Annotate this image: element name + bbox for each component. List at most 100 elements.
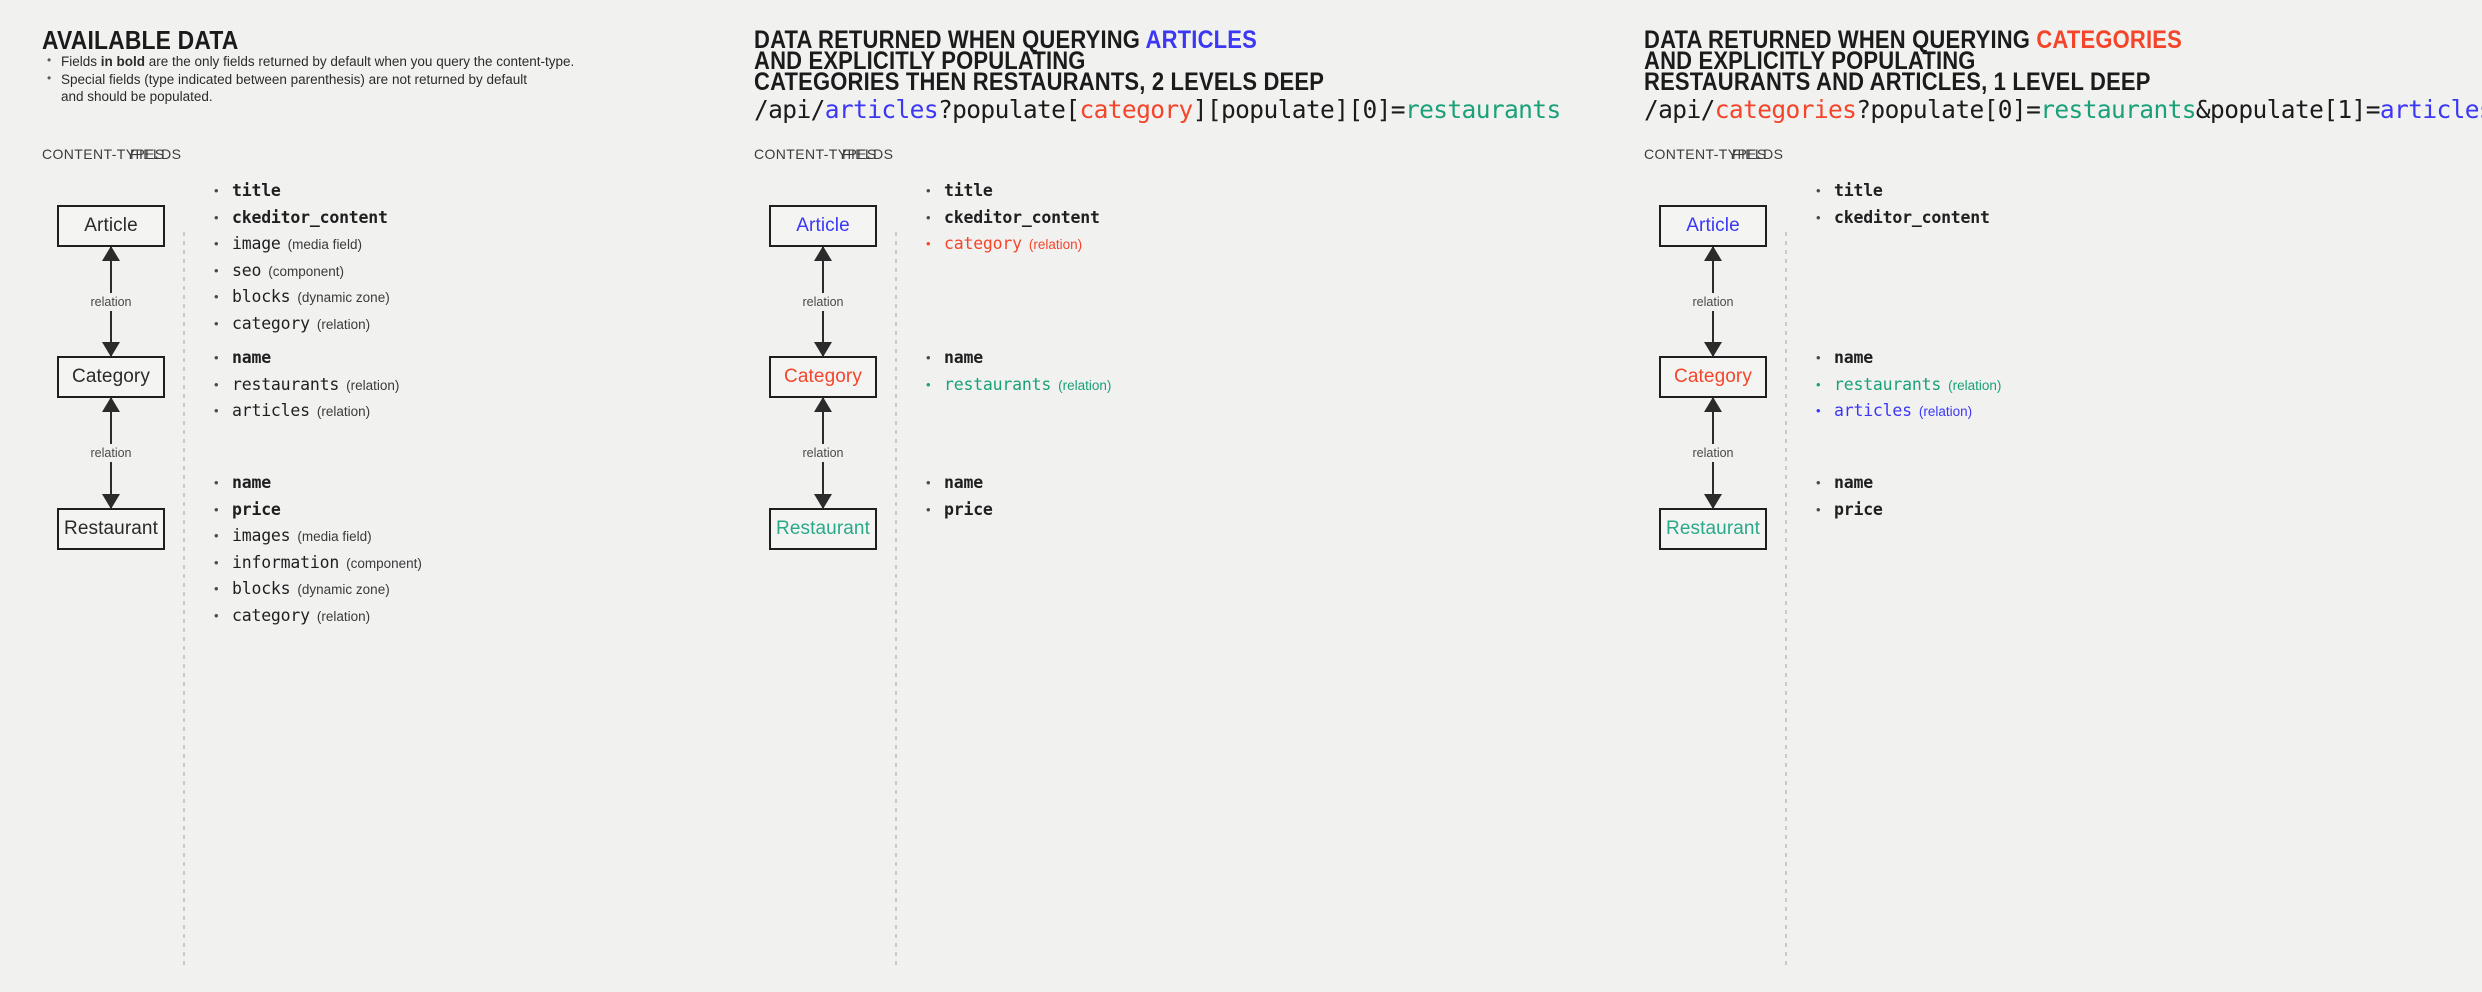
endpoint-segment: /api/: [1644, 95, 1715, 124]
arrow-head-up-icon: [102, 246, 120, 261]
field-type: (relation): [346, 377, 400, 393]
field-item: restaurants(relation): [1814, 372, 2001, 399]
field-type: (relation): [316, 316, 371, 332]
relation-arrow: relation: [1659, 397, 1767, 509]
endpoint-segment: category: [1079, 95, 1193, 124]
title-segment: DATA RETURNED WHEN QUERYING: [1644, 26, 2037, 54]
field-name: name: [1834, 348, 1873, 367]
field-item: articles(relation): [212, 398, 399, 425]
node-category[interactable]: Category: [57, 356, 165, 398]
node-article[interactable]: Article: [769, 205, 877, 247]
column-header-fields: FIELDS: [1732, 146, 1784, 162]
relation-arrow: relation: [1659, 246, 1767, 357]
field-item: ckeditor_content: [212, 205, 390, 232]
field-group-category: name restaurants(relation)articles(relati…: [1814, 345, 2001, 425]
field-item: blocks(dynamic zone): [212, 284, 390, 311]
field-name: image: [232, 234, 281, 253]
field-item: category(relation): [212, 603, 422, 630]
field-item: name: [212, 470, 422, 497]
node-label: Restaurant: [64, 518, 158, 539]
field-type: (relation): [1028, 237, 1083, 252]
column-header-content-types: CONTENT-TYPES: [1644, 146, 1767, 162]
endpoint-segment: articles: [824, 95, 939, 124]
arrow-head-up-icon: [814, 397, 832, 412]
field-type: (relation): [316, 404, 371, 419]
field-type: (component): [346, 555, 422, 571]
panel-title-line: AND EXPLICITLY POPULATING: [1644, 45, 1976, 78]
field-group-article: titleckeditor_contentcategory(relation): [924, 178, 1100, 258]
field-item: image(media field): [212, 231, 390, 258]
field-list: titleckeditor_contentcategory(relation): [924, 178, 1100, 258]
relation-arrow: relation: [57, 397, 165, 509]
field-list: namerestaurants(relation)articles(relati…: [212, 345, 399, 425]
panel-title-line: DATA RETURNED WHEN QUERYING ARTICLES: [754, 24, 1257, 57]
field-item: seo(component): [212, 258, 390, 285]
arrow-head-down-icon: [102, 342, 120, 357]
node-label: Category: [784, 366, 862, 387]
field-type: (component): [268, 263, 344, 279]
arrow-head-up-icon: [814, 246, 832, 261]
field-name: name: [944, 473, 983, 492]
field-type: (relation): [1058, 377, 1112, 393]
node-restaurant[interactable]: Restaurant: [769, 508, 877, 550]
field-list: name price: [924, 470, 993, 523]
field-name: price: [944, 499, 993, 519]
field-name: ckeditor_content: [232, 207, 388, 227]
node-article[interactable]: Article: [57, 205, 165, 247]
field-name: title: [944, 181, 993, 200]
field-item: price: [924, 497, 993, 524]
node-category[interactable]: Category: [769, 356, 877, 398]
field-item: information (component): [212, 550, 422, 577]
field-name: name: [1834, 473, 1873, 492]
field-item: images(media field): [212, 523, 422, 550]
column-header-fields: FIELDS: [130, 146, 182, 162]
field-group-restaurant: nameprice: [1814, 470, 1883, 523]
field-group-article: titleckeditor_content: [1814, 178, 1990, 231]
field-name: blocks: [232, 287, 291, 306]
arrow-head-down-icon: [814, 494, 832, 509]
field-name: information: [232, 552, 340, 572]
field-item: articles(relation): [1814, 398, 2001, 425]
field-item: restaurants (relation): [924, 372, 1111, 399]
panel-title-line: AND EXPLICITLY POPULATING: [754, 45, 1086, 78]
legend-notes: Fields in bold are the only fields retur…: [44, 52, 574, 106]
relation-label: relation: [785, 444, 861, 462]
field-item: name: [924, 470, 993, 497]
node-label: Category: [72, 366, 150, 387]
endpoint-segment: restaurants: [2040, 95, 2196, 124]
field-list: titleckeditor_content: [1814, 178, 1990, 231]
field-name: ckeditor_content: [944, 207, 1100, 227]
column-header-content-types: CONTENT-TYPES: [754, 146, 877, 162]
field-name: name: [232, 348, 271, 367]
node-category[interactable]: Category: [1659, 356, 1767, 398]
column-divider: [1785, 232, 1787, 967]
endpoint-segment: /api/: [754, 95, 825, 124]
panel-title-line: CATEGORIES THEN RESTAURANTS, 2 LEVELS DE…: [754, 66, 1324, 99]
field-item: ckeditor_content: [1814, 205, 1990, 232]
field-name: restaurants: [1834, 374, 1942, 394]
field-item: blocks(dynamic zone): [212, 576, 422, 603]
arrow-head-up-icon: [1704, 246, 1722, 261]
arrow-head-down-icon: [1704, 494, 1722, 509]
endpoint-segment: categories: [1714, 95, 1857, 124]
panel-title-line: DATA RETURNED WHEN QUERYING CATEGORIES: [1644, 24, 2182, 57]
endpoint-segment: ?populate[: [937, 95, 1080, 124]
field-item: title: [212, 178, 390, 205]
endpoint-segment: ?populate[0]=: [1856, 95, 2041, 124]
node-restaurant[interactable]: Restaurant: [1659, 508, 1767, 550]
node-label: Restaurant: [776, 518, 870, 539]
panel-available-data: AVAILABLE DATAFields in bold are the onl…: [0, 0, 856, 992]
api-endpoint: /api/categories?populate[0]=restaurants&…: [1644, 95, 2482, 124]
field-name: name: [232, 473, 271, 492]
api-endpoint: /api/articles?populate[category][populat…: [754, 95, 1561, 124]
column-divider: [183, 232, 185, 967]
relation-label: relation: [1675, 444, 1751, 462]
node-article[interactable]: Article: [1659, 205, 1767, 247]
column-header-fields: FIELDS: [842, 146, 894, 162]
field-name: images: [232, 526, 291, 545]
field-group-restaurant: name price: [924, 470, 993, 523]
title-segment: CATEGORIES: [2036, 26, 2182, 54]
node-restaurant[interactable]: Restaurant: [57, 508, 165, 550]
field-name: restaurants: [944, 374, 1052, 394]
